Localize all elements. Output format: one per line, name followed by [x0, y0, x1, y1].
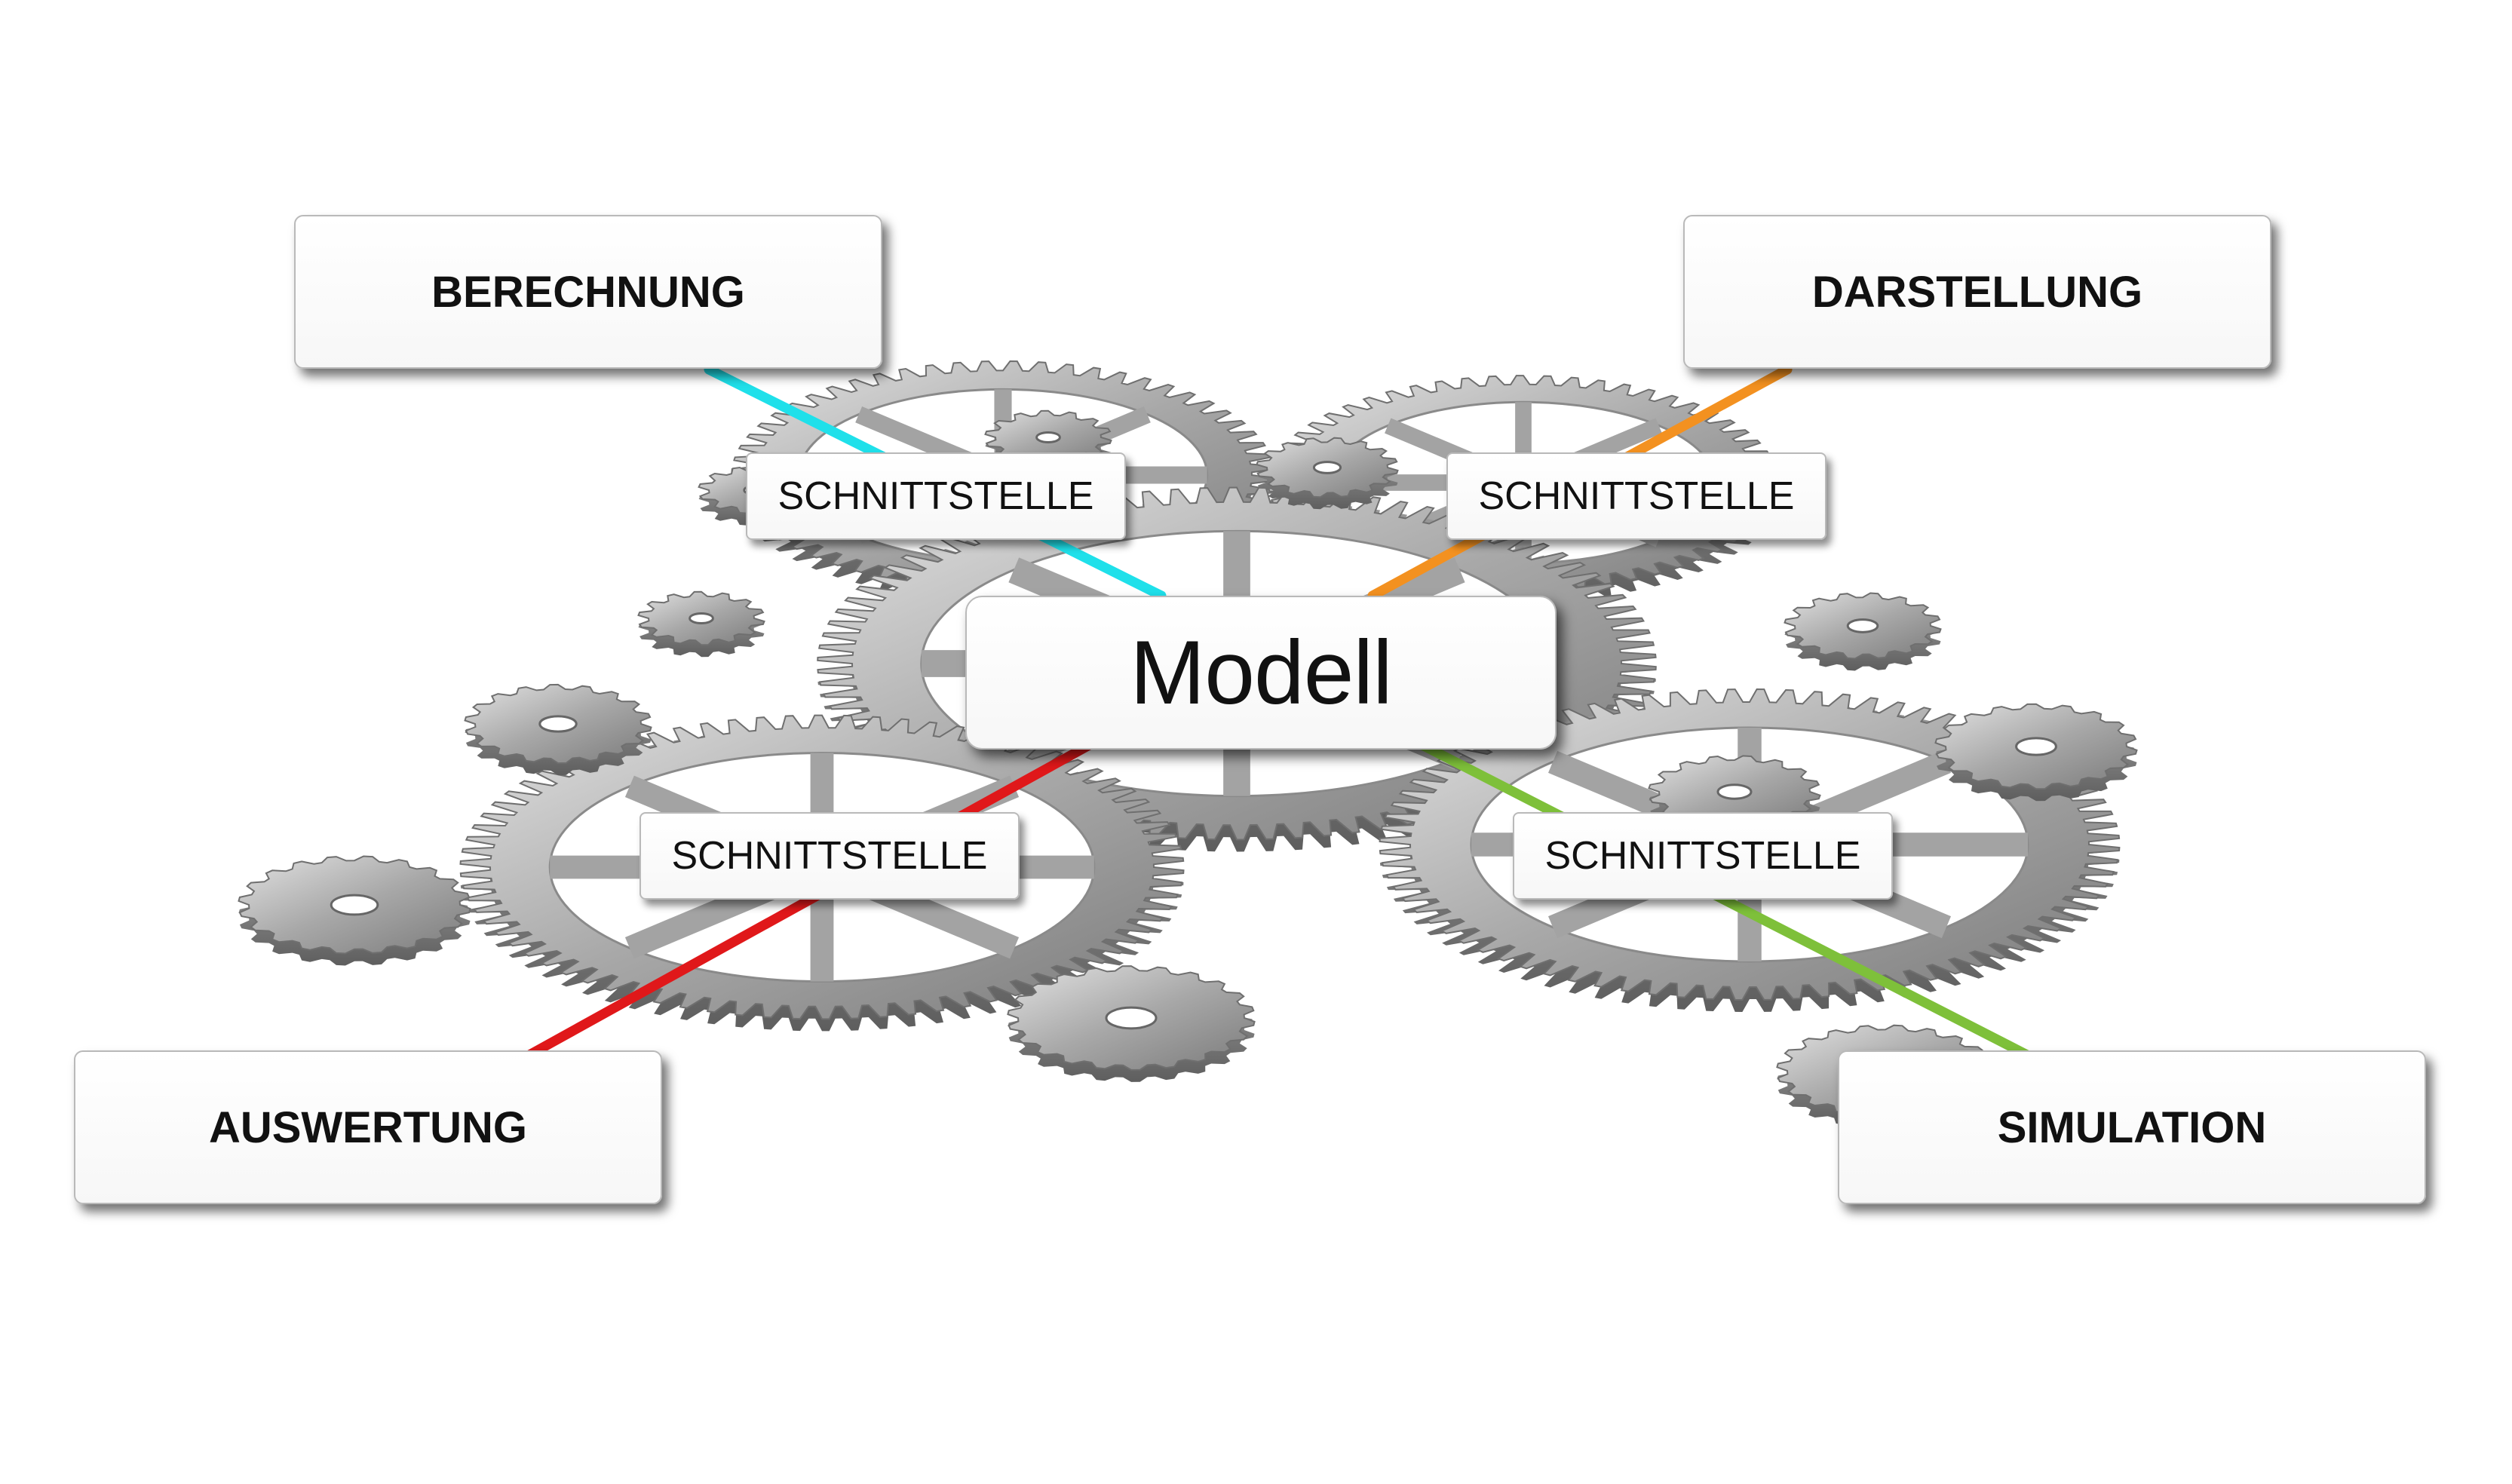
- gear-8: [637, 590, 765, 658]
- interface-auswertung: SCHNITTSTELLE: [640, 812, 1020, 900]
- gear-9: [464, 683, 652, 776]
- interface-darstellung: SCHNITTSTELLE: [1446, 452, 1826, 540]
- model-core: Modell: [965, 596, 1557, 750]
- module-auswertung: AUSWERTUNG: [74, 1050, 662, 1204]
- module-darstellung-label: DARSTELLUNG: [1811, 267, 2143, 317]
- interface-simulation: SCHNITTSTELLE: [1513, 812, 1893, 900]
- module-simulation: SIMULATION: [1838, 1050, 2426, 1204]
- interface-simulation-label: SCHNITTSTELLE: [1544, 834, 1861, 878]
- model-core-label: Modell: [1130, 622, 1392, 723]
- interface-berechnung-label: SCHNITTSTELLE: [778, 474, 1094, 518]
- gear-12: [1784, 592, 1942, 671]
- module-berechnung: BERECHNUNG: [294, 215, 882, 369]
- module-berechnung-label: BERECHNUNG: [431, 267, 745, 317]
- module-auswertung-label: AUSWERTUNG: [208, 1102, 528, 1152]
- module-simulation-label: SIMULATION: [1997, 1102, 2267, 1152]
- interface-berechnung: SCHNITTSTELLE: [746, 452, 1126, 540]
- gear-11: [1007, 965, 1256, 1082]
- interface-darstellung-label: SCHNITTSTELLE: [1478, 474, 1795, 518]
- gear-6: [1256, 437, 1399, 510]
- gear-10: [238, 855, 471, 966]
- module-darstellung: DARSTELLUNG: [1683, 215, 2271, 369]
- gear-13: [1934, 703, 2138, 802]
- interface-auswertung-label: SCHNITTSTELLE: [671, 834, 988, 878]
